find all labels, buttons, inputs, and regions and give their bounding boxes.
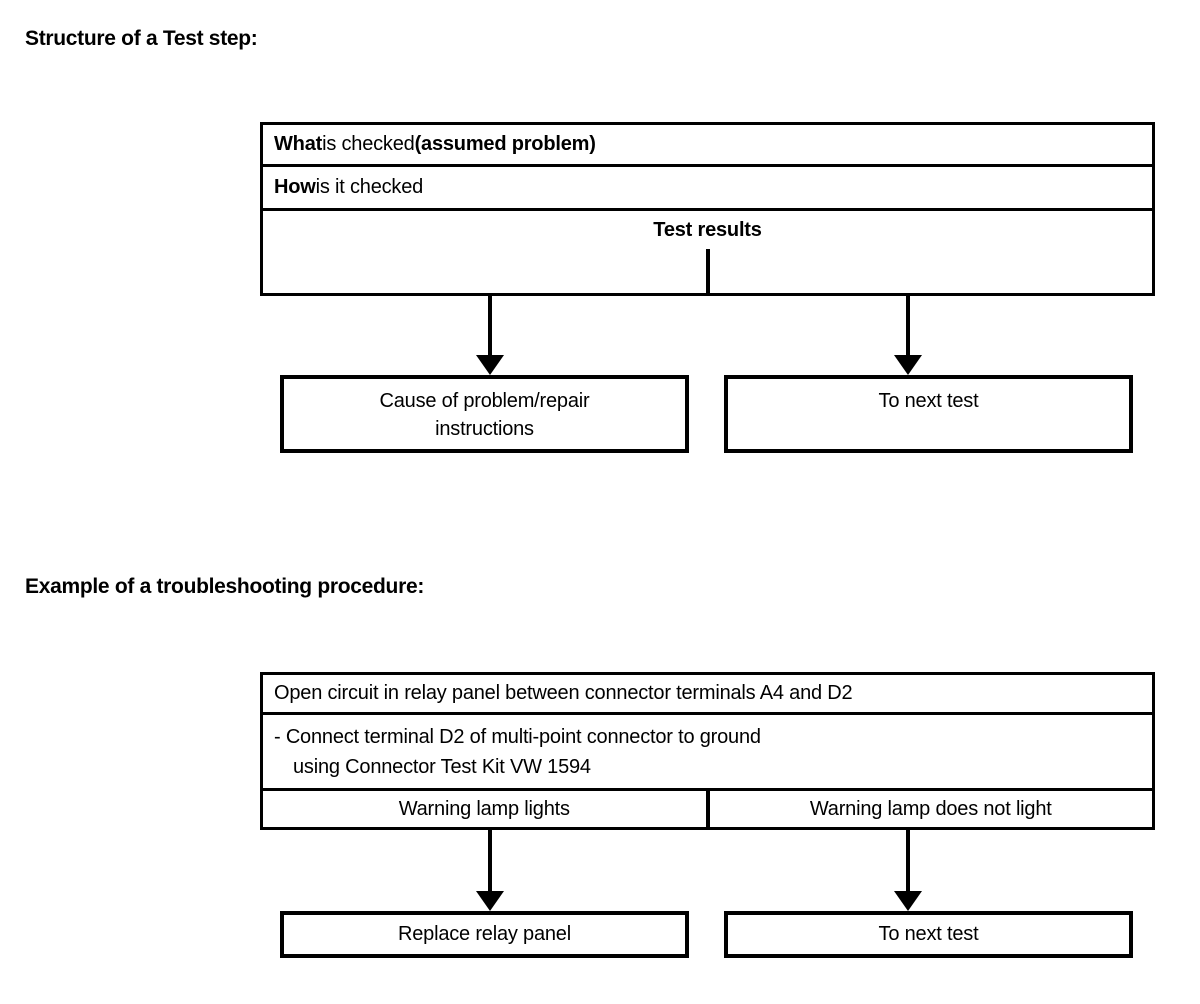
arrow-stem (906, 296, 910, 359)
section-heading-structure: Structure of a Test step: (25, 27, 258, 50)
arrow-head-icon (476, 891, 504, 911)
what-label: What (274, 133, 323, 155)
cause-box-line1: Cause of problem/repair (379, 390, 590, 412)
cause-box-line2: instructions (435, 418, 534, 440)
what-row: What is checked (assumed problem) (263, 125, 1152, 167)
how-text: is it checked (315, 176, 424, 198)
result-lamp-lights-cell: Warning lamp lights (263, 791, 710, 827)
cause-of-problem-box: Cause of problem/repair instructions (280, 375, 689, 453)
arrow-down-to-cause-box (476, 296, 504, 375)
how-label: How (274, 176, 316, 198)
how-row: How is it checked (263, 167, 1152, 211)
to-next-test-box-2: To next test (724, 911, 1133, 958)
test-step-main-box: What is checked (assumed problem) How is… (260, 122, 1155, 296)
procedure-row: - Connect terminal D2 of multi-point con… (263, 715, 1152, 791)
arrow-down-to-replace-box (476, 829, 504, 911)
arrow-head-icon (476, 355, 504, 375)
assumed-problem-row: Open circuit in relay panel between conn… (263, 675, 1152, 715)
replace-relay-panel-box: Replace relay panel (280, 911, 689, 958)
arrow-down-to-next-test-box-2 (894, 829, 922, 911)
procedure-line1: - Connect terminal D2 of multi-point con… (274, 726, 761, 748)
arrow-stem (488, 829, 492, 895)
replace-relay-panel-label: Replace relay panel (398, 923, 571, 945)
test-results-label: Test results (653, 219, 762, 241)
arrow-stem (488, 296, 492, 359)
assumed-problem-label: (assumed problem) (414, 133, 596, 155)
procedure-line2: using Connector Test Kit VW 1594 (293, 756, 591, 778)
results-divider-line (705, 249, 710, 293)
to-next-test-box-1: To next test (724, 375, 1133, 453)
to-next-test-label: To next test (878, 390, 979, 412)
arrow-head-icon (894, 891, 922, 911)
what-text: is checked (322, 133, 415, 155)
test-results-split-row: Warning lamp lights Warning lamp does no… (263, 791, 1152, 827)
result-lamp-does-not-light-cell: Warning lamp does not light (809, 797, 1052, 820)
test-results-row: Test results (263, 211, 1152, 293)
arrow-down-to-next-test-box (894, 296, 922, 375)
arrow-stem (906, 829, 910, 895)
arrow-head-icon (894, 355, 922, 375)
example-main-box: Open circuit in relay panel between conn… (260, 672, 1155, 830)
to-next-test-label: To next test (878, 923, 979, 945)
section-heading-example: Example of a troubleshooting procedure: (25, 575, 425, 598)
